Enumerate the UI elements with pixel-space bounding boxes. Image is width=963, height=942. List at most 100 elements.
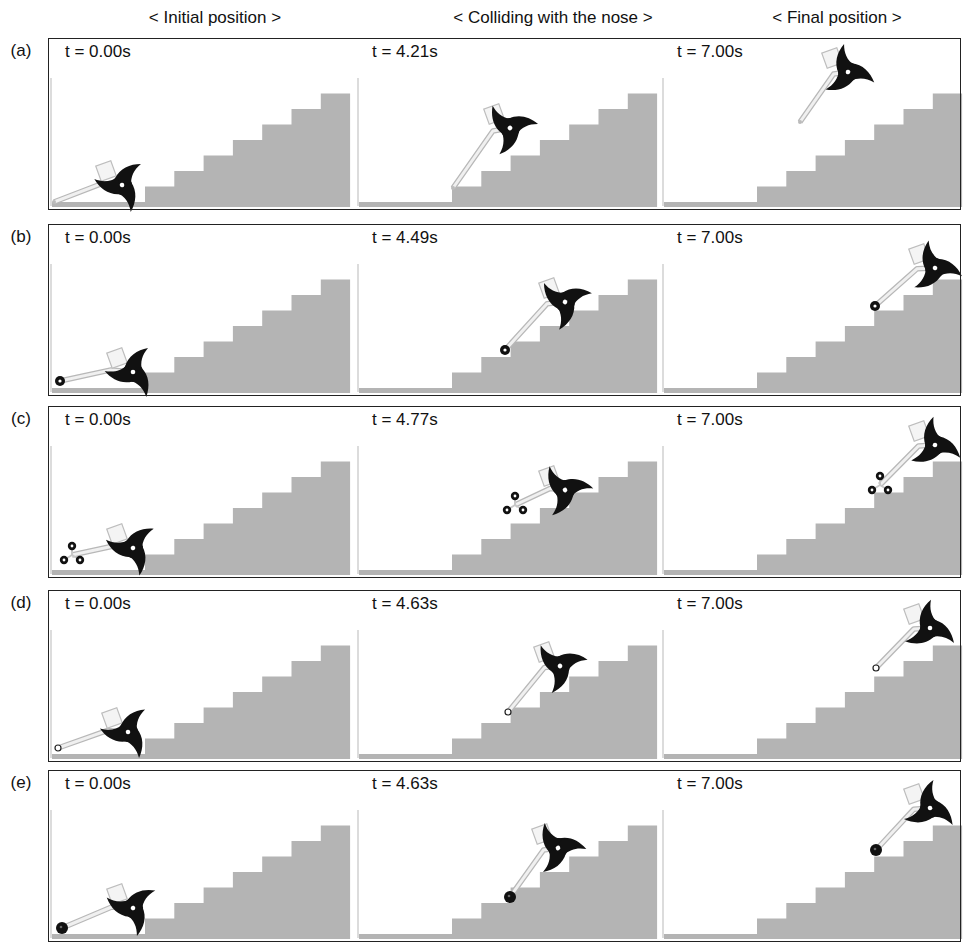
claw-wheel [528, 453, 599, 525]
sim-panel [358, 264, 657, 393]
wall-line [50, 78, 52, 206]
floor [664, 388, 759, 393]
sim-panel [51, 264, 350, 397]
robot [60, 517, 163, 578]
floor [664, 202, 759, 207]
sim-panel [51, 78, 350, 214]
tail-end [52, 200, 56, 204]
time-stamp: t = 0.00s [65, 774, 131, 794]
staircase [452, 280, 657, 394]
column-header: < Colliding with the nose > [453, 8, 652, 28]
staircase [757, 280, 962, 394]
row-label: (a) [11, 41, 32, 61]
time-stamp: t = 7.00s [677, 228, 743, 248]
tail-end [505, 709, 511, 715]
claw-wheel [818, 40, 875, 101]
staircase [145, 826, 350, 940]
floor [664, 754, 759, 759]
robot [52, 156, 151, 213]
wall-line [662, 264, 664, 392]
floor [359, 934, 454, 939]
time-stamp: t = 7.00s [677, 594, 743, 614]
staircase [452, 646, 657, 760]
time-stamp: t = 4.77s [372, 410, 438, 430]
time-stamp: t = 0.00s [65, 228, 131, 248]
wall-line [662, 446, 664, 574]
body-box [107, 524, 128, 545]
wall-line [50, 810, 52, 938]
robot [451, 91, 544, 190]
body-box [102, 708, 123, 729]
floor [52, 570, 147, 575]
body-box [107, 348, 128, 369]
time-stamp: t = 7.00s [677, 42, 743, 62]
time-stamp: t = 0.00s [65, 594, 131, 614]
sim-panel [51, 810, 350, 940]
tail-end [60, 542, 84, 564]
claw-wheel [522, 812, 591, 882]
row-label: (e) [11, 773, 32, 793]
sim-panel [663, 778, 962, 939]
floor [359, 202, 454, 207]
time-stamp: t = 0.00s [65, 42, 131, 62]
staircase [145, 646, 350, 760]
robot [505, 629, 594, 715]
sim-panel [663, 415, 962, 575]
sim-panel [358, 78, 657, 207]
sim-panel [663, 40, 962, 207]
wall-line [357, 446, 359, 574]
staircase [757, 826, 962, 940]
row-label: (c) [11, 409, 31, 429]
claw-wheel [90, 156, 151, 213]
robot [503, 453, 599, 525]
tail-link [505, 302, 565, 350]
tail-link [453, 128, 510, 188]
floor [359, 754, 454, 759]
tail-link [453, 128, 510, 188]
claw-wheel [905, 600, 954, 653]
sim-panel [663, 600, 962, 759]
floor [664, 570, 759, 575]
claw-wheel [908, 415, 961, 472]
robot [868, 415, 961, 494]
time-stamp: t = 4.21s [372, 42, 438, 62]
tail-end [55, 376, 65, 386]
claw-wheel [904, 234, 963, 298]
snapshot-row-frame: (e)t = 0.00st = 4.63st = 7.00s [48, 770, 961, 942]
snapshot-row-frame: (d)t = 0.00st = 4.63st = 7.00s [48, 590, 961, 762]
robot [55, 706, 155, 759]
claw-wheel [903, 778, 956, 835]
robot [500, 265, 599, 355]
claw-wheel [98, 876, 165, 940]
wall-line [357, 810, 359, 938]
column-header: < Initial position > [149, 8, 281, 28]
floor [52, 934, 147, 939]
sim-panel [51, 446, 350, 579]
wall-line [357, 630, 359, 758]
staircase [452, 94, 657, 208]
tail-link [508, 666, 560, 712]
staircase [757, 462, 962, 576]
robot [870, 778, 956, 856]
wall-line [50, 446, 52, 574]
tail-end [451, 186, 455, 190]
floor [359, 570, 454, 575]
sim-panel [358, 629, 657, 759]
staircase [757, 646, 962, 760]
snapshot-row-frame: (a)t = 0.00st = 4.21st = 7.00s [48, 38, 961, 210]
time-stamp: t = 7.00s [677, 410, 743, 430]
snapshot-row-frame: (c)t = 0.00st = 4.77st = 7.00s [48, 406, 961, 578]
claw-wheel [105, 348, 158, 397]
wall-line [662, 630, 664, 758]
robot [56, 876, 164, 940]
tail-end [504, 891, 516, 903]
row-label: (d) [11, 593, 32, 613]
robot [873, 600, 954, 671]
row-label: (b) [11, 227, 32, 247]
claw-wheel [522, 629, 594, 701]
time-stamp: t = 4.63s [372, 594, 438, 614]
tail-link [508, 666, 560, 712]
wall-line [662, 78, 664, 206]
